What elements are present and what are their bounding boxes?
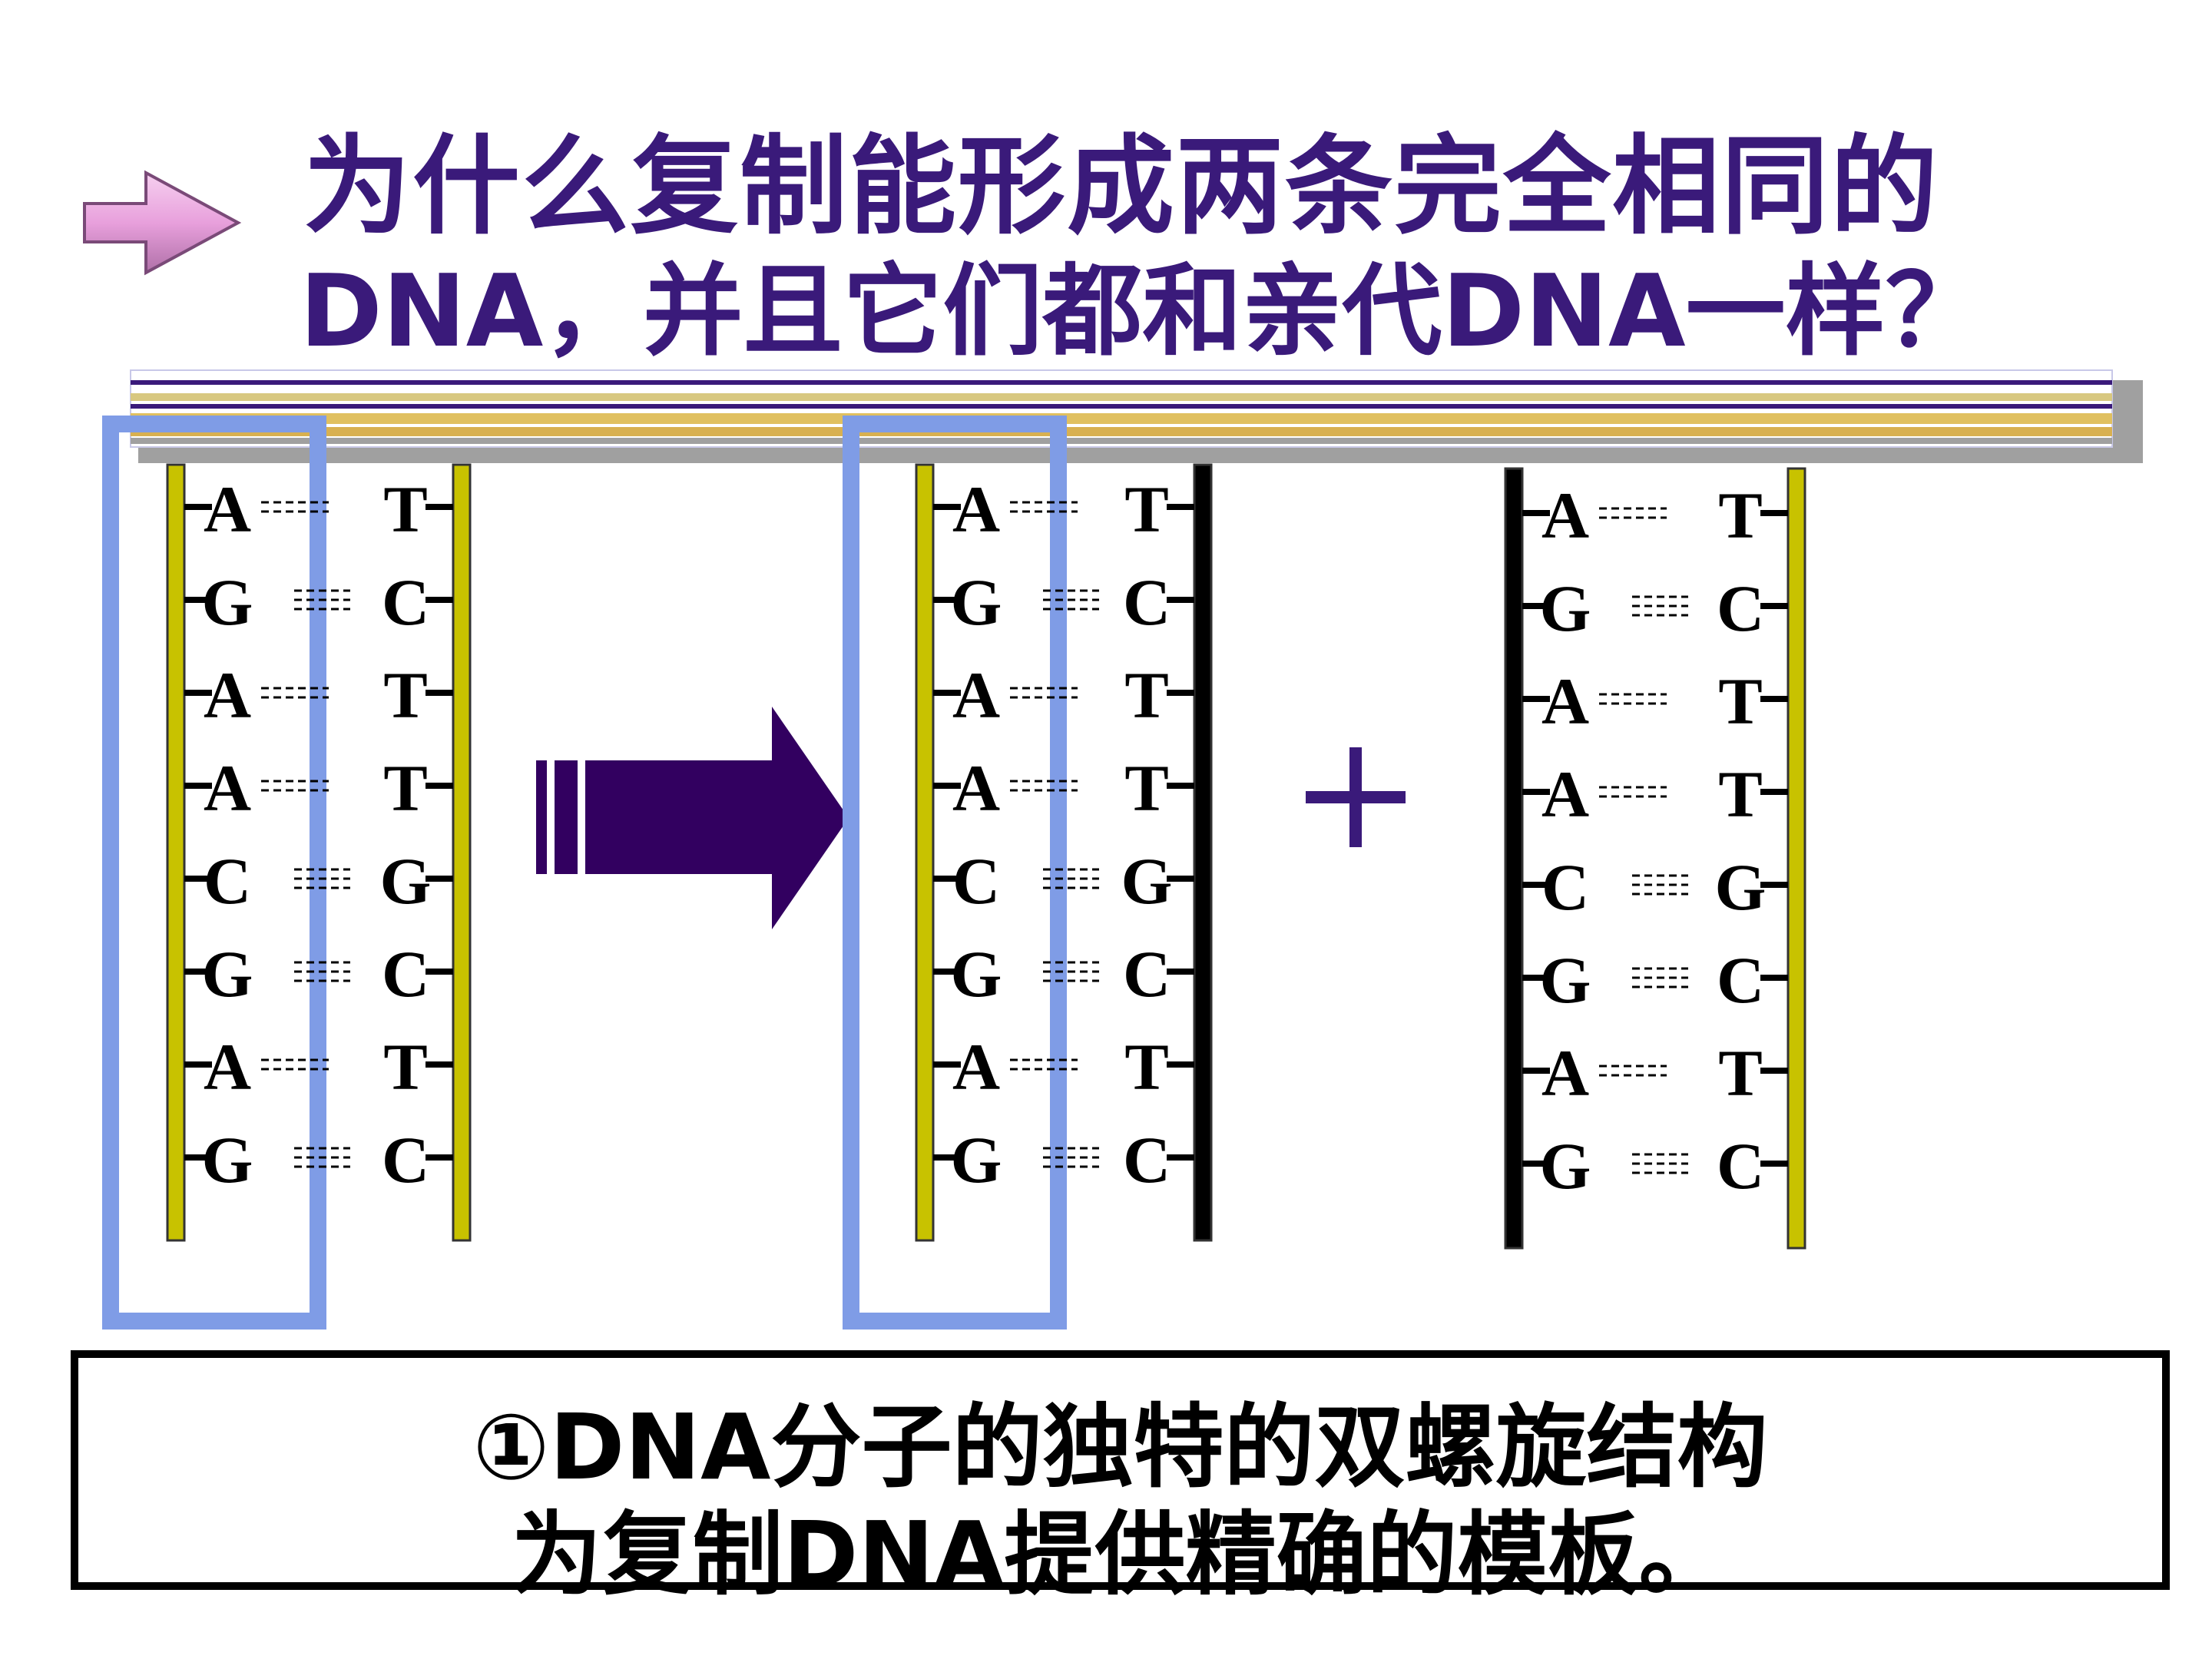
base-letter-left: G	[202, 565, 253, 639]
base-letter-left: C	[1541, 850, 1589, 924]
base-letter-right: G	[1715, 850, 1767, 924]
base-letter-right: G	[1121, 844, 1173, 918]
base-letter-left: C	[204, 844, 251, 918]
template-strand-highlight	[843, 416, 1067, 1330]
page-title-line-1: 为什么复制能形成两条完全相同的	[303, 124, 1940, 250]
base-letter-right: C	[1717, 943, 1764, 1017]
base-letter-right: T	[1124, 1030, 1168, 1104]
base-letter-right: C	[1123, 1123, 1171, 1197]
base-letter-right: C	[382, 1123, 429, 1197]
base-letter-left: G	[951, 937, 1002, 1011]
right-strand	[1193, 463, 1213, 1242]
left-strand	[1504, 467, 1524, 1250]
base-letter-left: G	[1540, 1129, 1591, 1203]
base-letter-right: T	[1124, 472, 1168, 546]
base-letter-right: G	[380, 844, 432, 918]
base-letter-left: A	[952, 751, 1000, 825]
base-letter-left: C	[952, 844, 1000, 918]
base-letter-right: T	[383, 472, 427, 546]
base-letter-left: A	[204, 1030, 251, 1104]
base-letter-right: T	[1718, 1036, 1762, 1110]
base-letter-right: T	[383, 751, 427, 825]
base-letter-left: A	[204, 472, 251, 546]
caption-line-2: 为复制DNA提供精确的模板。	[511, 1502, 1730, 1608]
base-letter-left: G	[202, 1123, 253, 1197]
base-letter-right: C	[382, 937, 429, 1011]
base-letter-right: C	[382, 565, 429, 639]
base-letter-left: A	[952, 472, 1000, 546]
base-letter-right: C	[1717, 571, 1764, 645]
base-letter-right: T	[1718, 478, 1762, 552]
base-letter-right: T	[383, 1030, 427, 1104]
base-letter-left: A	[204, 751, 251, 825]
title-divider	[130, 369, 2143, 463]
base-letter-right: C	[1123, 565, 1171, 639]
base-letter-left: A	[1541, 664, 1589, 738]
base-letter-left: A	[204, 658, 251, 732]
base-letter-left: A	[952, 658, 1000, 732]
plus-sign	[1306, 747, 1406, 847]
base-letter-left: A	[1541, 1036, 1589, 1110]
base-letter-right: T	[1718, 757, 1762, 831]
base-letter-left: G	[202, 937, 253, 1011]
base-letter-right: C	[1717, 1129, 1764, 1203]
base-letter-right: T	[1124, 658, 1168, 732]
base-letter-left: A	[952, 1030, 1000, 1104]
base-letter-left: G	[1540, 943, 1591, 1017]
left-strand	[915, 463, 935, 1242]
template-strand-highlight	[102, 416, 326, 1330]
left-strand	[166, 463, 186, 1242]
pink-arrow-icon	[83, 170, 242, 276]
base-letter-right: T	[1718, 664, 1762, 738]
caption-box: ①DNA分子的独特的双螺旋结构 为复制DNA提供精确的模板。	[71, 1350, 2170, 1608]
base-letter-left: A	[1541, 757, 1589, 831]
base-letter-left: G	[1540, 571, 1591, 645]
right-strand	[1786, 467, 1806, 1250]
base-letter-left: A	[1541, 478, 1589, 552]
base-letter-left: G	[951, 1123, 1002, 1197]
page-title-line-2: DNA，并且它们都和亲代DNA一样？	[300, 253, 1985, 369]
replication-arrow-icon	[536, 707, 849, 929]
right-strand	[452, 463, 472, 1242]
base-letter-right: T	[1124, 751, 1168, 825]
base-letter-right: C	[1123, 937, 1171, 1011]
base-letter-right: T	[383, 658, 427, 732]
caption-line-1: ①DNA分子的独特的双螺旋结构	[472, 1394, 1768, 1500]
base-letter-left: G	[951, 565, 1002, 639]
